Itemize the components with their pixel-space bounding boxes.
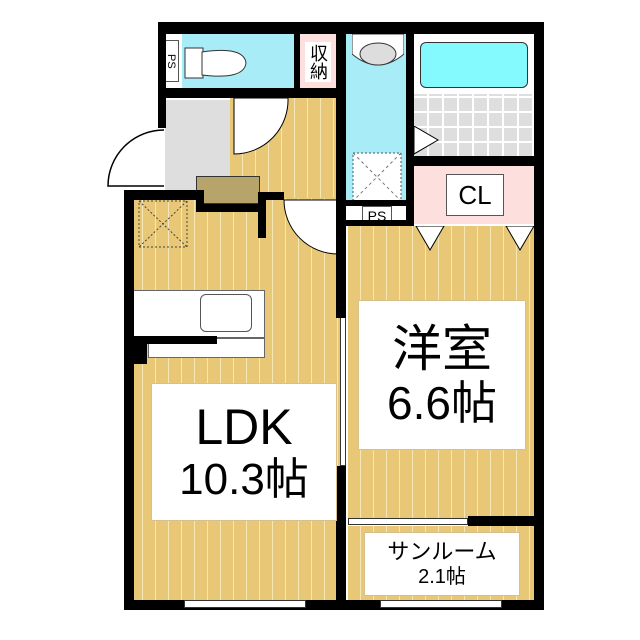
wall — [294, 22, 300, 98]
wall — [166, 88, 340, 98]
wall — [406, 156, 542, 166]
wall — [336, 466, 346, 610]
ldk-door-icon — [283, 199, 339, 255]
wall — [124, 190, 134, 610]
western-room-size: 6.6帖 — [387, 377, 497, 429]
bath-tile-floor — [414, 94, 534, 156]
shoe-box — [196, 176, 260, 204]
closet-label: CL — [446, 174, 504, 216]
western-room-name: 洋室 — [392, 321, 492, 377]
wall — [158, 22, 166, 128]
hallway-door-icon — [233, 98, 289, 155]
ldk-label: LDK 10.3帖 — [151, 383, 337, 521]
wall — [133, 336, 147, 364]
wall — [534, 22, 544, 608]
wall — [406, 22, 414, 226]
bathtub — [420, 42, 528, 88]
wall — [468, 516, 542, 526]
sliding-door-western — [340, 316, 346, 466]
toilet-icon — [184, 47, 247, 79]
sunroom-name: サンルーム — [387, 539, 497, 564]
wall — [158, 22, 542, 34]
wall — [196, 204, 260, 212]
entry-door-icon — [107, 129, 165, 187]
wall — [258, 192, 266, 238]
wall — [336, 22, 346, 318]
wall — [336, 200, 408, 206]
window-ldk — [184, 600, 306, 608]
storage-closet: 収納 — [300, 32, 336, 92]
wall — [124, 190, 196, 200]
sunroom-label: サンルーム 2.1帖 — [364, 532, 520, 596]
wall — [258, 192, 284, 200]
ldk-size: 10.3帖 — [179, 455, 309, 504]
window-sunroom — [380, 600, 502, 608]
wall — [336, 220, 414, 226]
sink-icon — [352, 34, 404, 66]
washing-machine-space-icon — [352, 152, 402, 202]
storage-hatch-icon — [138, 200, 188, 248]
closet-door-icons — [415, 226, 534, 251]
bath-door-icon — [414, 126, 439, 155]
wall — [124, 600, 544, 610]
sunroom-size: 2.1帖 — [418, 566, 466, 588]
kitchen-sink — [200, 294, 252, 332]
storage-label: 収納 — [305, 42, 331, 82]
wall — [133, 336, 217, 344]
ldk-name: LDK — [195, 399, 293, 455]
western-room-label: 洋室 6.6帖 — [358, 300, 526, 450]
sliding-door-sunroom — [348, 518, 468, 525]
wall — [196, 190, 204, 212]
